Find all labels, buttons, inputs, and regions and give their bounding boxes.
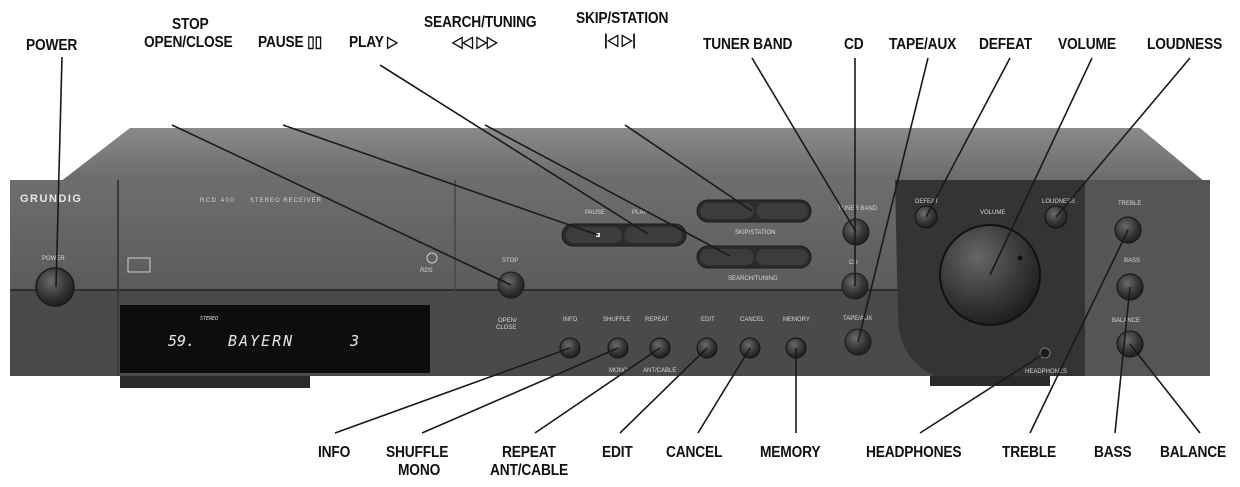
leader-treble <box>1029 229 1129 434</box>
callout-defeat: DEFEAT <box>979 36 1032 53</box>
callout-mono: MONO <box>398 462 441 479</box>
callout-loudness: LOUDNESS <box>1147 36 1223 53</box>
leader-lines <box>55 56 1201 434</box>
callout-stop: STOP <box>172 16 209 33</box>
callout-search-tuning: SEARCH/TUNING <box>424 14 537 31</box>
lcd-left: 59. <box>168 332 195 350</box>
foot-right <box>930 376 1050 386</box>
power-knob[interactable] <box>35 267 75 307</box>
panel-stop-label: STOP <box>502 258 518 264</box>
leader-edit <box>619 347 708 434</box>
callout-shuffle: SHUFFLE <box>386 444 449 461</box>
callout-cd: CD <box>844 36 864 53</box>
leader-stop <box>171 124 512 286</box>
panel-shuffle-label: SHUFFLE <box>603 317 630 323</box>
search-back-button[interactable] <box>700 249 754 265</box>
callout-balance: BALANCE <box>1160 444 1227 461</box>
leader-balance <box>1129 343 1201 434</box>
callout-pause: PAUSE ▯▯ <box>258 34 322 51</box>
leader-volume <box>989 57 1093 276</box>
panel-search-label: SEARCH/TUNING <box>728 276 778 282</box>
volume-indicator-icon <box>1017 255 1023 261</box>
foot-left <box>120 376 310 388</box>
panel-cancel-label: CANCEL <box>740 317 765 323</box>
leader-skip <box>624 124 753 212</box>
search-forward-button[interactable] <box>756 249 808 265</box>
leader-loudness <box>1055 57 1191 218</box>
panel-cd-label: CD <box>849 260 858 266</box>
panel-defeat-label: DEFEAT <box>915 199 939 205</box>
callout-skip-station: SKIP/STATION <box>576 10 669 27</box>
lcd-mini: STEREO <box>200 316 218 322</box>
cabinet-top <box>60 128 1205 182</box>
panel-skip-label: SKIP/STATION <box>735 230 775 236</box>
tone-section <box>1085 180 1210 376</box>
leader-play <box>379 64 649 235</box>
cd-logo <box>127 257 151 273</box>
panel-bass-label: BASS <box>1124 258 1140 264</box>
leader-cancel <box>697 347 751 434</box>
callout-open-close: OPEN/CLOSE <box>144 34 233 51</box>
leader-search <box>484 124 731 257</box>
panel-volume-label: VOLUME <box>980 210 1005 216</box>
panel-repeat-label: REPEAT <box>645 317 669 323</box>
leader-info <box>334 347 571 434</box>
leader-repeat <box>534 347 661 434</box>
callout-power: POWER <box>26 37 78 54</box>
callout-headphones: HEADPHONES <box>866 444 962 461</box>
callout-play: PLAY ▷ <box>349 34 398 51</box>
callout-memory: MEMORY <box>760 444 821 461</box>
panel-mono-label: MONO <box>609 368 628 374</box>
skip-forward-button[interactable] <box>756 203 808 219</box>
callout-repeat: REPEAT <box>502 444 556 461</box>
pause-button[interactable] <box>566 227 622 243</box>
panel-info-label: INFO <box>563 317 578 323</box>
leader-tuner-band <box>751 57 857 233</box>
lcd-station: BAYERN <box>228 332 294 350</box>
panel-tuner-band-label: TUNER BAND <box>838 206 878 212</box>
leader-tape-aux <box>857 57 929 343</box>
panel-tape-aux-label: TAPE/AUX <box>843 316 872 322</box>
callout-info: INFO <box>318 444 351 461</box>
leader-bass <box>1114 286 1131 434</box>
rds-badge-icon <box>426 252 438 264</box>
panel-pause-label: PAUSE <box>585 210 605 216</box>
play-button[interactable] <box>624 227 682 243</box>
callout-edit: EDIT <box>602 444 633 461</box>
lcd-number: 3 <box>349 332 359 350</box>
panel-play-label: PLAY <box>632 210 647 216</box>
leader-power <box>55 56 63 288</box>
panel-headphones-label: HEADPHONES <box>1025 369 1067 375</box>
callout-tape-aux: TAPE/AUX <box>889 36 957 53</box>
panel-close-label: CLOSE <box>496 325 516 331</box>
leader-shuffle <box>421 347 619 434</box>
callout-cancel: CANCEL <box>666 444 723 461</box>
rds-logo: RDS <box>420 268 433 274</box>
panel-ant-cable-label: ANT/CABLE <box>643 368 676 374</box>
callout-treble: TREBLE <box>1002 444 1057 461</box>
lcd-display <box>120 305 430 373</box>
panel-loudness-label: LOUDNESS <box>1042 199 1075 205</box>
skip-back-button[interactable] <box>700 203 754 219</box>
leader-defeat <box>925 57 1011 218</box>
leader-pause <box>282 124 599 236</box>
brand-logo: GRUNDIG <box>20 193 82 205</box>
callout-tuner-band: TUNER BAND <box>703 36 793 53</box>
panel-power-label: POWER <box>42 256 65 262</box>
model-subtitle: STEREO RECEIVER <box>250 198 322 204</box>
callout-skip-arrows: |◁ ▷| <box>604 32 636 49</box>
model-name: RCD 400 <box>200 198 235 204</box>
panel-memory-label: MEMORY <box>783 317 810 323</box>
panel-open-label: OPEN/ <box>498 318 517 324</box>
callout-bass: BASS <box>1094 444 1132 461</box>
callout-volume: VOLUME <box>1058 36 1116 53</box>
panel-edit-label: EDIT <box>701 317 715 323</box>
panel-treble-label: TREBLE <box>1118 201 1141 207</box>
callout-ant-cable: ANT/CABLE <box>490 462 568 479</box>
callout-search-arrows: ◁◁ ▷▷ <box>452 34 498 51</box>
leader-headphones <box>919 352 1046 434</box>
